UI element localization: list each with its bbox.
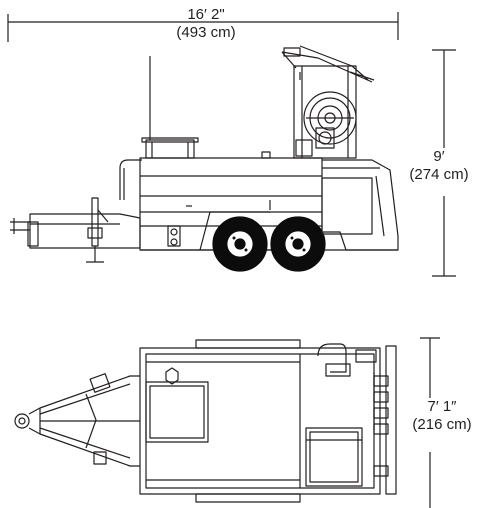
tongue-hitch: [10, 197, 141, 263]
length-dimension-line: [7, 12, 399, 42]
trailer-top-view: [14, 339, 397, 503]
hose-reel: [281, 45, 375, 159]
trailer-side-view: [10, 45, 399, 272]
length-imperial: 16′ 2": [187, 6, 225, 23]
height-metric: (274 cm): [409, 166, 469, 183]
height-imperial: 9′: [433, 148, 445, 165]
width-metric: (216 cm): [412, 416, 472, 433]
height-dimension-line: [432, 49, 456, 277]
width-label: 7′ 1″ (216 cm): [406, 398, 478, 434]
hitch-coupler: [14, 407, 41, 435]
height-label: 9′ (274 cm): [400, 148, 478, 184]
width-dimension-line: [420, 337, 440, 508]
rear-equipment: [305, 343, 377, 487]
length-label: 16′ 2" (493 cm): [150, 6, 262, 42]
a-frame-tongue: [39, 373, 140, 467]
wheel-rear: [270, 216, 326, 272]
engine-housing: [321, 159, 399, 251]
length-metric: (493 cm): [176, 24, 236, 41]
width-imperial: 7′ 1″: [427, 398, 457, 415]
wheel-front: [212, 216, 268, 272]
rear-ladder: [373, 345, 397, 495]
